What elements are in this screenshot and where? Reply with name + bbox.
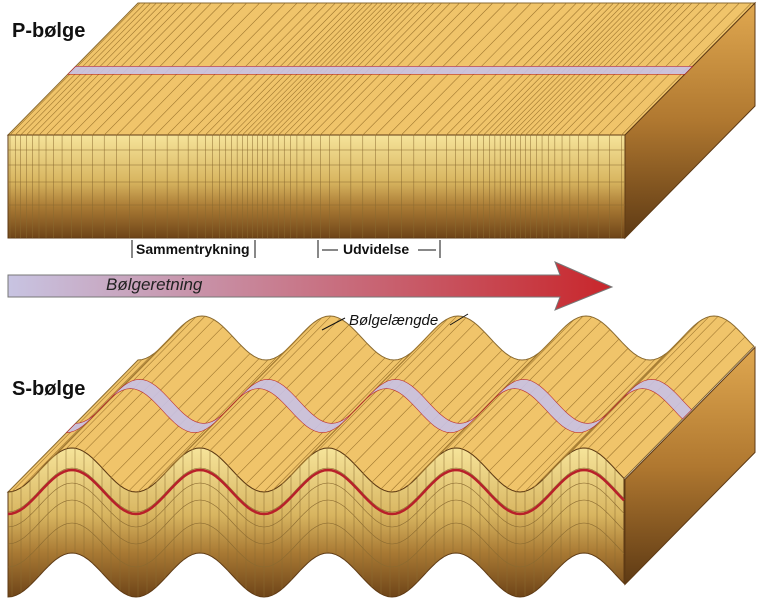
side-face xyxy=(624,346,756,586)
expansion-label: Udvidelse xyxy=(343,241,410,257)
layer-band xyxy=(67,66,694,75)
direction-arrow xyxy=(7,261,614,311)
dimension-markers xyxy=(131,240,469,331)
p-wave-block xyxy=(6,1,757,240)
layer-line xyxy=(7,482,625,528)
layer-line xyxy=(7,467,625,513)
s-wave-title: S-bølge xyxy=(12,378,86,400)
layer-band xyxy=(65,379,693,433)
s-wave-block xyxy=(6,315,756,598)
wavelength-label: Bølgelængde xyxy=(349,312,439,329)
layer-line xyxy=(7,522,625,568)
wave-direction-label: Bølgeretning xyxy=(106,275,203,294)
p-wave-title: P-bølge xyxy=(12,20,86,42)
layer-line xyxy=(7,499,625,545)
front-face xyxy=(7,134,626,239)
red-layer-line xyxy=(7,468,625,516)
front-face xyxy=(7,447,625,598)
compression-label: Sammentrykning xyxy=(136,241,250,257)
